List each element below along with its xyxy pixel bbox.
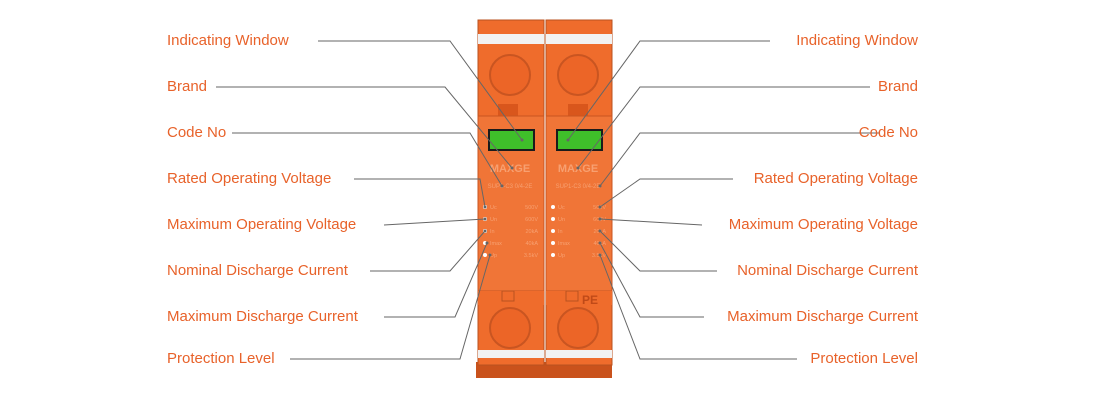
device-base (476, 362, 612, 378)
leader-end-left-6 (485, 241, 489, 245)
leader-end-right-0 (566, 138, 570, 142)
leader-line-left-3 (354, 178, 486, 208)
label-indicating-window-left: Indicating Window (167, 32, 289, 49)
brand-text-left: MAXGE (490, 163, 530, 175)
terminal-screw-top-right (557, 54, 599, 96)
label-rated-operating-voltage-left: Rated Operating Voltage (167, 170, 332, 187)
param-value-left-2: 20kA (525, 229, 538, 235)
label-protection-level-right: Protection Level (810, 350, 918, 367)
slot-left (501, 290, 515, 302)
label-protection-level-left: Protection Level (167, 350, 275, 367)
leader-lines (216, 40, 880, 360)
leader-line-left-2 (232, 132, 503, 187)
terminal-screw-top-left (489, 54, 531, 96)
terminal-screw-bottom-left (489, 307, 531, 349)
leader-end-left-0 (520, 138, 524, 142)
indicator-dot-right-3 (551, 241, 555, 245)
param-name-right-4: Up (558, 253, 565, 259)
code-text-left: SUP1-C3 0/4-2E (488, 184, 533, 190)
bottom-terminal-strip-left (478, 350, 544, 358)
label-nominal-discharge-current-right: Nominal Discharge Current (737, 262, 918, 279)
leader-line-left-1 (216, 86, 513, 169)
param-name-right-2: In (558, 229, 563, 235)
bottom-terminal-strip-right (546, 350, 612, 358)
label-maximum-discharge-current-right: Maximum Discharge Current (727, 308, 918, 325)
clip-left (498, 104, 518, 116)
leader-end-right-5 (598, 229, 602, 233)
leader-line-right-4 (599, 218, 703, 226)
leader-end-left-1 (510, 166, 514, 170)
indicator-dot-left-4 (483, 253, 487, 257)
indicating-window-right (556, 129, 603, 151)
leader-end-left-3 (483, 205, 487, 209)
param-value-left-3: 40kA (525, 241, 538, 247)
label-maximum-operating-voltage-right: Maximum Operating Voltage (728, 216, 918, 233)
param-value-left-1: 600V (525, 217, 538, 223)
leader-end-left-5 (483, 229, 487, 233)
indicator-dot-right-4 (551, 253, 555, 257)
param-name-left-0: Uc (490, 205, 497, 211)
module-left: MAXGE SUP1-C3 0/4-2E Uc 500V Un 600V In 20kA I… (477, 19, 545, 366)
pe-mark: PE (582, 293, 598, 307)
param-name-right-0: Uc (558, 205, 565, 211)
module-right: MAXGE SUP1-C3 0/4-2E Uc500VUn600VIn20kAI… (545, 19, 613, 366)
leader-end-left-2 (500, 184, 504, 188)
param-value-left-0: 500V (525, 205, 538, 211)
leader-line-left-7 (290, 254, 491, 360)
param-name-left-4: Up (490, 253, 497, 259)
label-brand-right: Brand (877, 78, 918, 95)
leader-line-left-6 (384, 242, 488, 318)
label-brand-left: Brand (167, 78, 208, 95)
leader-end-left-7 (488, 253, 492, 257)
top-terminal-strip-left (478, 34, 544, 44)
leader-end-right-4 (598, 217, 602, 221)
top-terminal-strip-right (546, 34, 612, 44)
clip-right (568, 104, 588, 116)
leader-line-right-0 (567, 40, 770, 141)
terminal-screw-bottom-right (557, 307, 599, 349)
leader-line-right-5 (599, 230, 717, 272)
leader-end-right-1 (576, 166, 580, 170)
param-value-left-4: 3.5kV (524, 253, 538, 259)
leader-end-right-2 (598, 184, 602, 188)
label-maximum-operating-voltage-left: Maximum Operating Voltage (167, 216, 357, 233)
indicator-dot-right-0 (551, 205, 555, 209)
label-rated-operating-voltage-right: Rated Operating Voltage (753, 170, 918, 187)
leader-line-right-7 (599, 254, 797, 360)
label-indicating-window-right: Indicating Window (796, 32, 918, 49)
label-nominal-discharge-current-left: Nominal Discharge Current (167, 262, 348, 279)
param-name-right-1: Un (558, 217, 565, 223)
leader-end-left-4 (483, 217, 487, 221)
leader-end-right-7 (598, 253, 602, 257)
leader-line-right-1 (577, 86, 870, 169)
indicating-window-left (488, 129, 535, 151)
label-maximum-discharge-current-left: Maximum Discharge Current (167, 308, 358, 325)
leader-line-right-6 (599, 242, 704, 318)
leader-line-left-0 (318, 40, 523, 141)
leader-line-right-3 (599, 178, 733, 208)
leader-line-left-4 (383, 218, 486, 226)
leader-line-left-5 (370, 230, 486, 272)
param-name-left-3: Imax (490, 241, 502, 247)
leader-end-right-3 (598, 205, 602, 209)
indicator-dot-right-2 (551, 229, 555, 233)
leader-end-right-6 (598, 241, 602, 245)
param-name-left-1: Un (490, 217, 497, 223)
param-name-right-3: Imax (558, 241, 570, 247)
indicator-dot-right-1 (551, 217, 555, 221)
leader-line-right-2 (599, 132, 880, 187)
slot-right (565, 290, 579, 302)
label-code-no-left: Code No (167, 124, 227, 141)
code-text-right: SUP1-C3 0/4-2E (556, 184, 601, 190)
label-code-no-right: Code No (858, 124, 918, 141)
param-name-left-2: In (490, 229, 495, 235)
